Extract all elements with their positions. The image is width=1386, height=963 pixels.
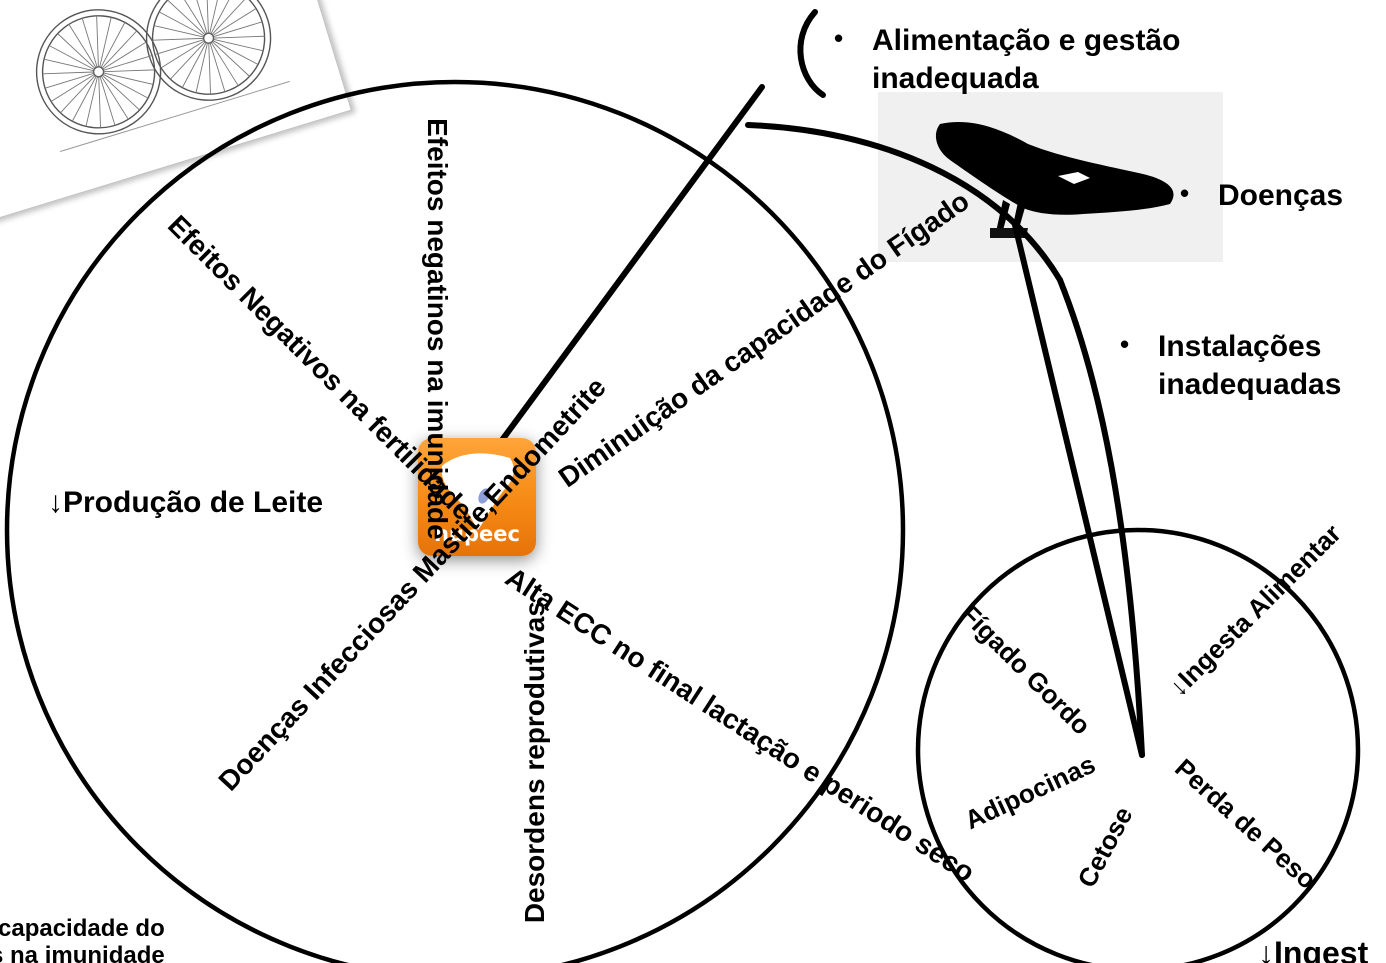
illustration-spoke xyxy=(170,41,206,80)
saddle-image xyxy=(878,92,1223,262)
label-reproductive-disorders: Desordens reprodutivas xyxy=(518,601,550,924)
rear-fork-inner xyxy=(1012,222,1145,758)
bicycle-illustration xyxy=(0,0,352,223)
illustration-spoke xyxy=(50,74,95,102)
bullet-icon: • xyxy=(834,23,844,53)
logo-mark-icon xyxy=(441,453,514,530)
small-wheel-circle xyxy=(915,527,1361,963)
illustration-spoke xyxy=(100,22,126,68)
cause-feeding-management: • Alimentação e gestão inadequada xyxy=(834,23,1181,95)
illustration-spoke xyxy=(99,76,116,126)
illustration-spoke xyxy=(42,71,94,75)
illustration-spoke xyxy=(208,43,211,95)
illustration-spoke xyxy=(160,40,205,69)
illustration-spoke xyxy=(99,17,112,68)
illustration-spoke xyxy=(167,0,206,36)
illustration-spoke xyxy=(212,40,259,65)
illustration-spoke xyxy=(210,0,236,34)
illustration-spoke xyxy=(81,18,98,68)
illustration-spoke xyxy=(43,58,94,72)
bullet-icon: • xyxy=(1180,178,1190,208)
illustration-spoke xyxy=(212,8,257,36)
illustration-spoke xyxy=(102,73,149,99)
illustration-spoke xyxy=(101,74,140,111)
illustration-spoke xyxy=(158,11,205,37)
illustration-spoke xyxy=(195,42,208,93)
illustration-spoke xyxy=(178,0,207,35)
illustration-spoke xyxy=(152,37,204,41)
illustration-spoke xyxy=(71,76,97,122)
illustration-spoke xyxy=(191,0,208,34)
illustration-spoke xyxy=(103,55,153,71)
handlebar-stem xyxy=(477,84,765,473)
illustration-spoke xyxy=(206,0,209,34)
handlebar-grip xyxy=(797,9,826,98)
cause-diseases: • Doenças xyxy=(1180,178,1344,212)
illustration-spoke xyxy=(209,42,226,92)
illustration-spoke xyxy=(57,33,96,69)
bullet-icon: • xyxy=(1120,329,1130,359)
illustration-spoke xyxy=(103,72,154,85)
clipped-text-bottom-left-1: capacidade do xyxy=(0,915,165,942)
rear-fork-outer xyxy=(1057,277,1145,758)
illustration-spoke xyxy=(154,39,204,56)
illustration-spoke xyxy=(103,69,155,73)
illustration-spoke xyxy=(100,75,129,120)
label-milk-production: ↓Produção de Leite xyxy=(48,486,324,519)
nupeec-logo: nupeec xyxy=(418,438,536,556)
illustration-spoke xyxy=(213,21,263,38)
illustration-spoke xyxy=(48,45,95,70)
illustration-spoke xyxy=(96,15,99,67)
illustration-spoke xyxy=(211,41,250,77)
bicycle-wheels-drawing xyxy=(35,0,290,153)
logo-wordmark: nupeec xyxy=(434,522,520,546)
illustration-spoke xyxy=(213,35,265,39)
illustration-spoke xyxy=(102,41,147,70)
illustration-spoke xyxy=(209,0,222,34)
illustration-spoke xyxy=(101,30,138,69)
illustration-spoke xyxy=(85,76,98,127)
saddle-icon xyxy=(935,122,1174,238)
bicycle-backbone xyxy=(745,122,1063,283)
illustration-spoke xyxy=(68,24,97,68)
clipped-text-bottom-right: ↓Ingest xyxy=(1258,935,1369,963)
illustration-spoke xyxy=(60,75,96,114)
clipped-text-bottom-left-2: s na imunidade xyxy=(0,942,165,963)
illustration-spoke xyxy=(211,0,248,35)
cause-facilities: • Instalações inadequadas xyxy=(1120,329,1342,401)
illustration-spoke xyxy=(210,42,239,86)
illustration-spoke xyxy=(98,76,101,128)
illustration-spoke xyxy=(181,42,207,88)
illustration-spoke xyxy=(153,25,204,38)
label-immunity-effects: Efeitos negatinos na imunidade xyxy=(422,118,454,540)
big-wheel-circle xyxy=(4,79,906,963)
illustration-spoke xyxy=(213,38,264,52)
illustration-spoke xyxy=(44,72,94,89)
